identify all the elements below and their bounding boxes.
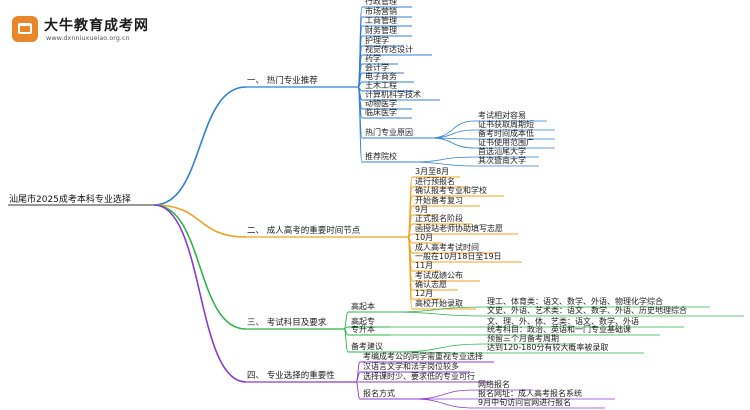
child-topic: 确认报考专业和学校 <box>415 186 487 195</box>
child-topic: 11月 <box>415 261 434 270</box>
child-topic: 确认志愿 <box>415 280 447 289</box>
section-topic-4: 四、 专业选择的重要性 <box>247 371 335 381</box>
grandchild-topic: 报名网址：成人高考报名系统 <box>478 389 582 398</box>
child-connector <box>357 86 363 163</box>
child-topic: 开始备考复习 <box>415 196 463 205</box>
root-topic: 汕尾市2025成考本科专业选择 <box>9 195 131 205</box>
grandchild-topic: 备考时间成本低 <box>478 129 534 138</box>
logo-url: www.dxnniuxueiao.org.cn <box>46 34 130 42</box>
grandchild-topic: 达到120-180分有较大概率被录取 <box>487 343 609 352</box>
section-topic-2: 二、 成人高考的重要时间节点 <box>247 226 361 236</box>
grandchild-topic: 其次暨南大学 <box>478 156 526 165</box>
child-topic: 行政管理 <box>365 0 397 6</box>
child-topic: 高起专 <box>351 317 375 326</box>
grandchild-connector <box>395 343 485 353</box>
grandchild-topic: 理工、体育类：语文、数学、外语、物理化学综合 <box>487 297 663 306</box>
grandchild-connector <box>409 156 476 163</box>
child-topic: 工商管理 <box>365 16 397 25</box>
grandchild-connector <box>409 161 476 167</box>
child-connector <box>343 311 349 330</box>
grandchild-connector <box>389 311 485 317</box>
child-topic: 函授站老师协助填写志愿 <box>415 224 503 233</box>
section-connector <box>153 86 247 206</box>
child-topic: 专升本 <box>351 325 375 334</box>
child-topic: 市场营销 <box>365 7 397 16</box>
section-connector <box>153 204 247 238</box>
grandchild-topic: 文、理、外、体、艺类：语文、数学、外语 <box>487 317 639 326</box>
grandchild-connector <box>411 398 476 409</box>
child-topic: 电子商务 <box>365 72 397 81</box>
child-topic: 高校开始录取 <box>415 299 463 308</box>
child-topic: 一般在10月18日至19日 <box>415 252 502 261</box>
child-topic: 考试成绩公布 <box>415 271 463 280</box>
section-topic-1: 一、 热门专业推荐 <box>247 76 318 86</box>
grandchild-topic: 预留三个月备考周期 <box>487 334 559 343</box>
site-logo: 大牛教育成考网 www.dxnniuxueiao.org.cn <box>12 12 172 46</box>
child-topic: 正式报名阶段 <box>415 214 463 223</box>
section-connector <box>153 204 247 330</box>
child-topic: 选择课时少、要求低的专业可行 <box>363 372 475 381</box>
child-topic: 考编成考公的同学需重视专业选择 <box>363 352 483 361</box>
child-topic: 10月 <box>415 233 434 242</box>
child-topic: 计算机科学技术 <box>365 90 421 99</box>
child-topic: 视觉传达设计 <box>365 45 413 54</box>
grandchild-connector <box>429 120 476 139</box>
section-connector <box>153 204 247 383</box>
grandchild-topic: 网络报名 <box>478 380 510 389</box>
child-topic: 备考建议 <box>351 342 383 351</box>
child-topic: 护理学 <box>365 36 389 45</box>
child-topic: 药学 <box>365 54 381 63</box>
child-topic: 临床医学 <box>365 108 397 117</box>
grandchild-connector <box>395 351 485 354</box>
child-topic: 土木工程 <box>365 81 397 90</box>
grandchild-connector <box>429 129 476 139</box>
grandchild-topic: 证书使用范围广 <box>478 138 534 147</box>
grandchild-topic: 首选汕尾大学 <box>478 147 526 156</box>
grandchild-topic: 统考科目：政治、英语和一门专业基础课 <box>487 325 631 334</box>
graduation-cap-icon <box>12 16 38 42</box>
logo-title: 大牛教育成考网 <box>44 18 149 34</box>
child-connector <box>355 381 361 400</box>
grandchild-connector <box>411 389 476 400</box>
child-connector <box>407 236 413 310</box>
child-topic: 报名方式 <box>363 389 395 398</box>
child-topic: 财务管理 <box>365 26 397 35</box>
grandchild-topic: 证书获取周期短 <box>478 120 534 129</box>
grandchild-topic: 文史、外语、艺术类：语文、数学、外语、历史地理综合 <box>487 306 687 315</box>
child-topic: 汉语言文学和法学岗位较多 <box>363 362 459 371</box>
child-topic: 高起本 <box>351 302 375 311</box>
child-topic: 热门专业原因 <box>365 128 413 137</box>
child-topic: 推荐院校 <box>365 152 397 161</box>
grandchild-topic: 9月中旬访问官网进行报名 <box>478 398 572 407</box>
section-topic-3: 三、 考试科目及要求 <box>247 318 327 328</box>
child-topic: 12月 <box>415 289 434 298</box>
child-topic: 3月至8月 <box>415 167 450 176</box>
child-topic: 会计学 <box>365 63 389 72</box>
child-topic: 成人高考考试时间 <box>415 243 479 252</box>
grandchild-topic: 考试相对容易 <box>478 111 526 120</box>
child-topic: 动物医学 <box>365 99 397 108</box>
child-topic: 进行预报名 <box>415 177 455 186</box>
child-topic: 9月 <box>415 205 429 214</box>
child-connector <box>343 328 349 353</box>
grandchild-connector <box>429 137 476 149</box>
